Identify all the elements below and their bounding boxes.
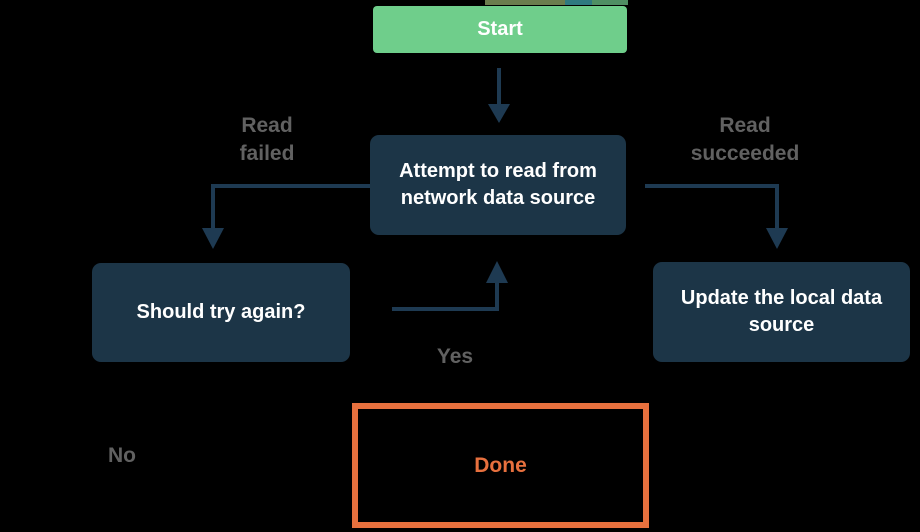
- arrow-attempt-to-retry: [202, 184, 370, 249]
- node-done-label: Done: [474, 454, 527, 477]
- node-start: Start: [373, 6, 627, 53]
- node-done: Done: [352, 403, 649, 528]
- node-update-local-data-label: Update the local data source: [680, 287, 883, 336]
- edge-label-no: No: [108, 444, 136, 467]
- top-edge-artifact: [485, 0, 565, 5]
- node-update-local-data: Update the local data source: [653, 262, 910, 362]
- top-edge-artifact: [592, 0, 628, 5]
- node-attempt-read: Attempt to read from network data source: [370, 135, 626, 235]
- node-should-try-again-label: Should try again?: [136, 301, 306, 323]
- edge-label-yes: Yes: [436, 345, 474, 368]
- arrow-start-to-attempt: [488, 68, 510, 123]
- edge-label-read-succeeded: Read succeeded: [690, 114, 800, 165]
- arrow-attempt-to-update: [645, 184, 788, 249]
- top-edge-artifact: [565, 0, 592, 5]
- node-start-label: Start: [477, 18, 523, 40]
- edge-label-read-failed: Read failed: [239, 114, 295, 165]
- node-should-try-again: Should try again?: [92, 263, 350, 362]
- arrow-yes-to-attempt: [392, 261, 508, 311]
- node-attempt-read-label: Attempt to read from network data source: [399, 160, 597, 209]
